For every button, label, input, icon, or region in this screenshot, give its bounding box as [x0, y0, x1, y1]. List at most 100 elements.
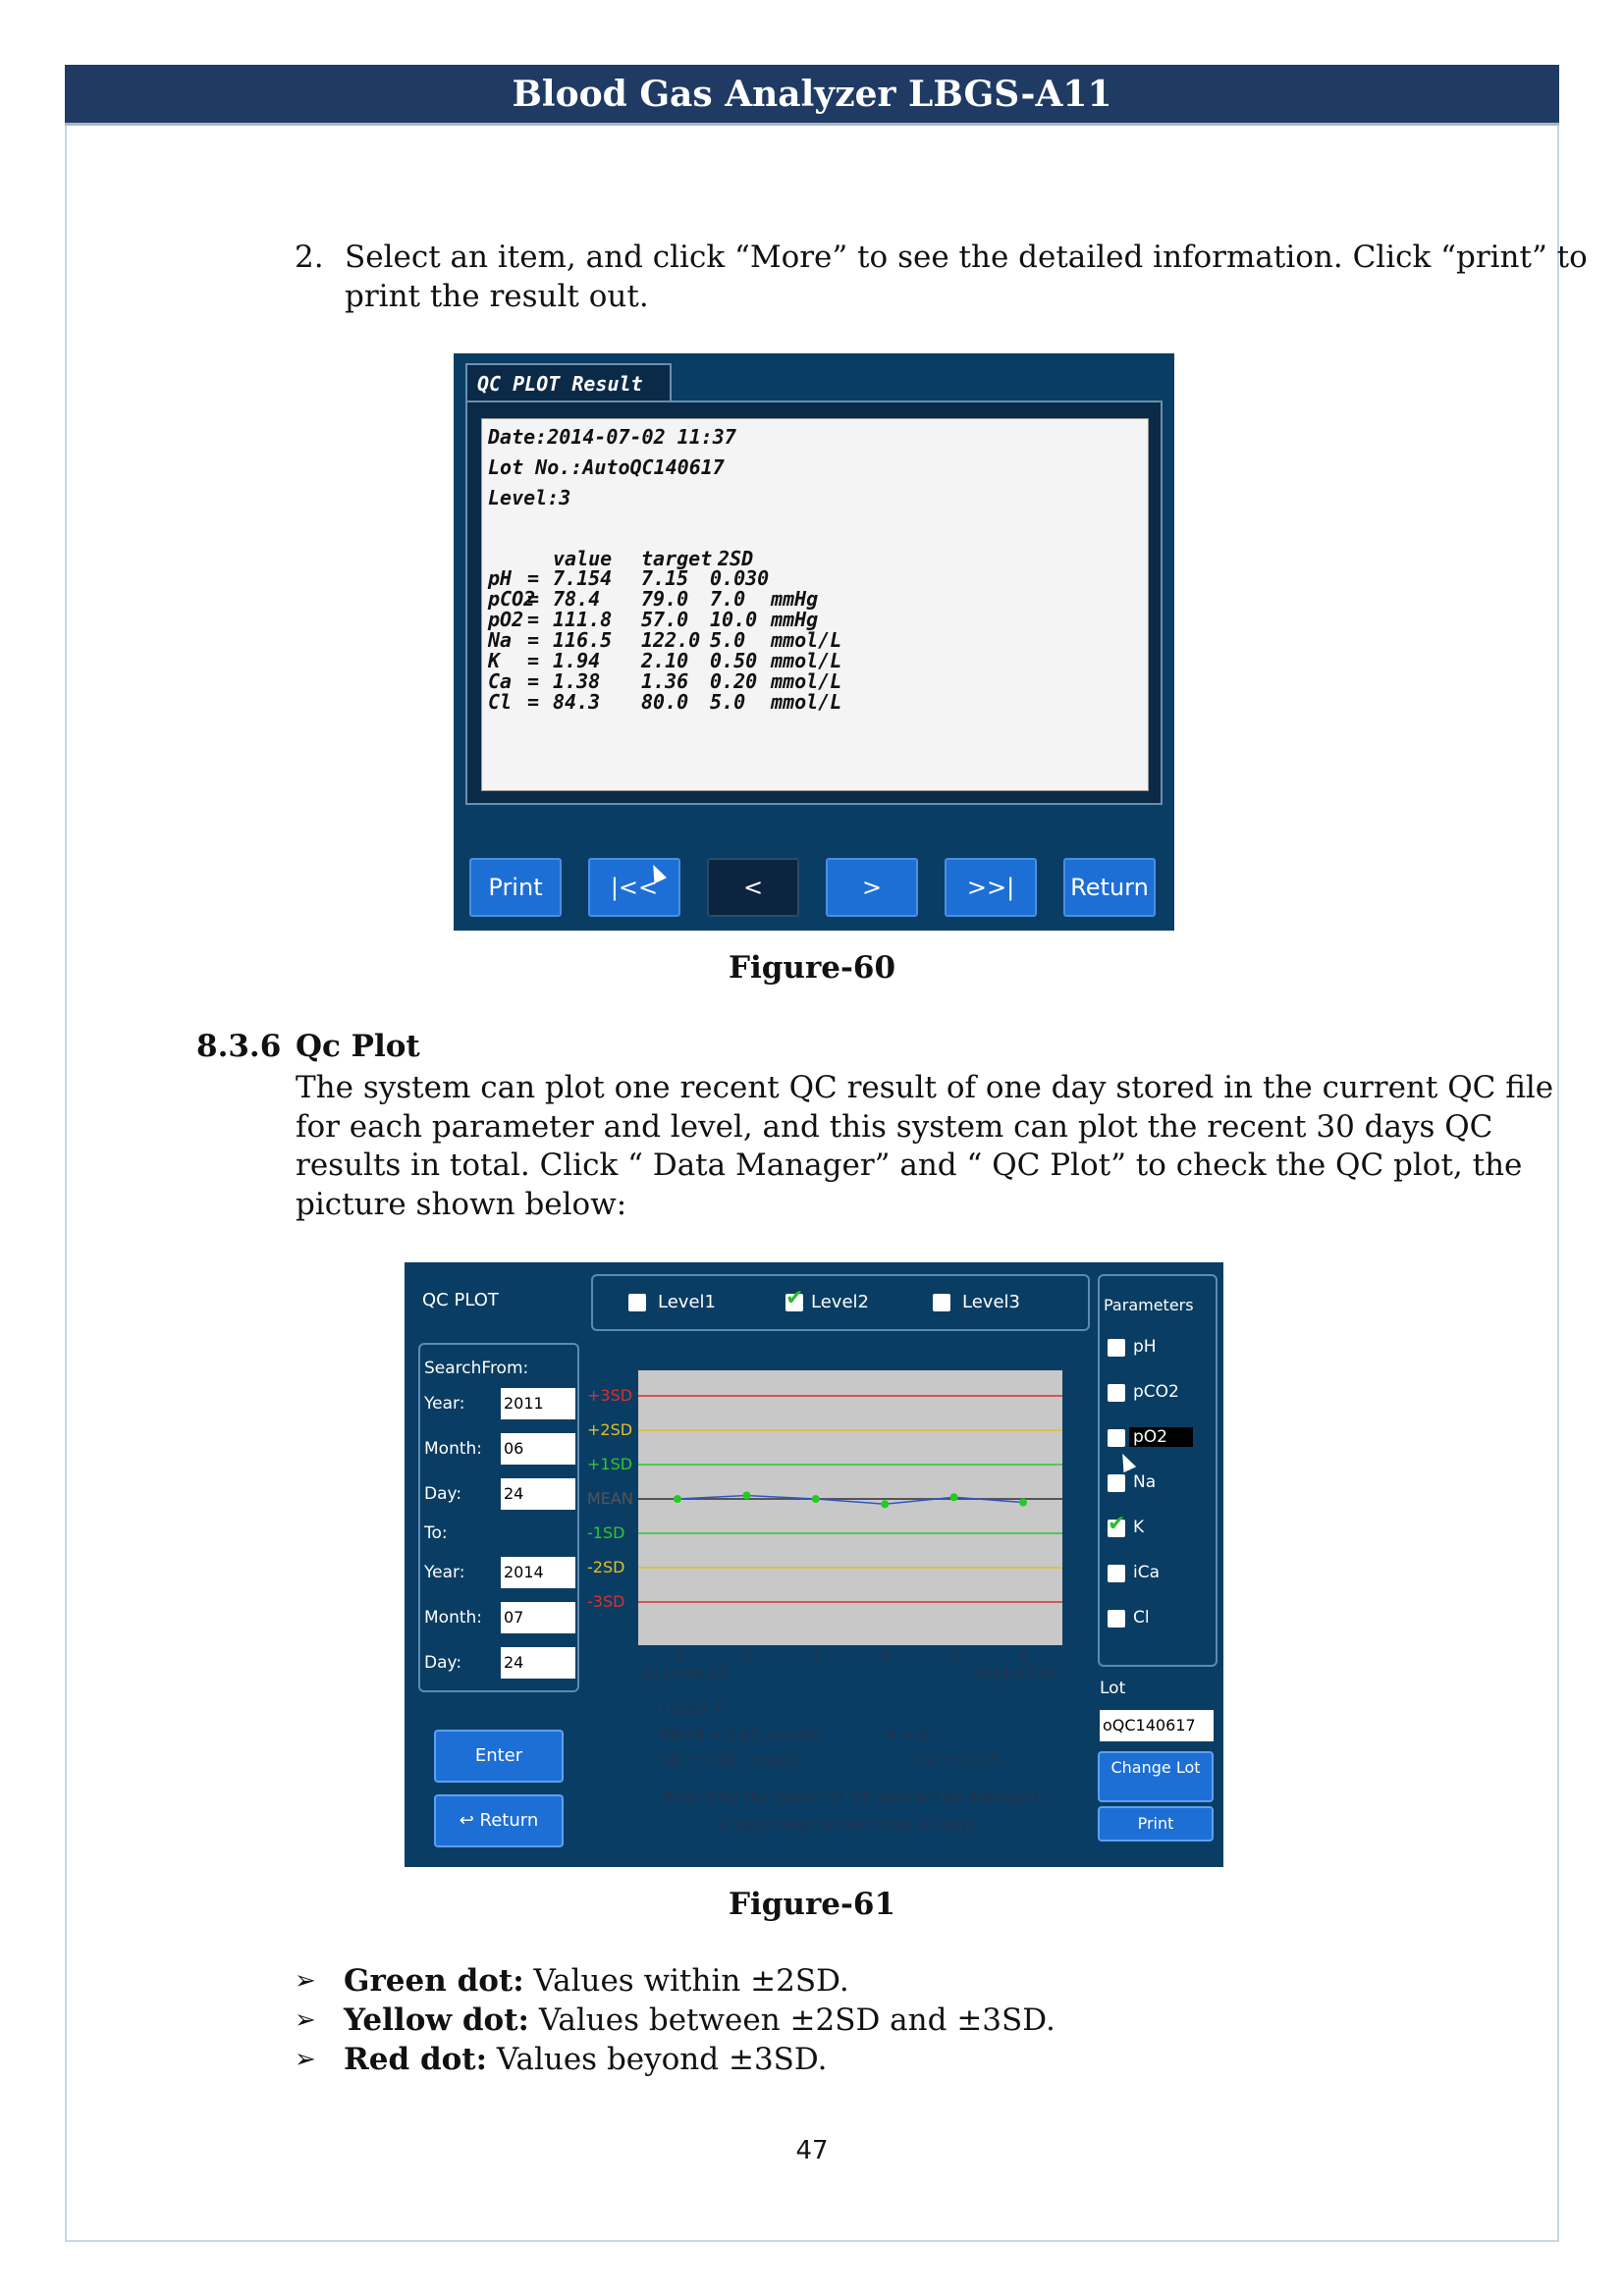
x-start-date: 2014-06-25 — [642, 1665, 729, 1682]
qc-data-point — [1019, 1498, 1027, 1507]
row-2sd: 0.20 — [710, 669, 758, 693]
legend-item-text: Values between ±2SD and ±3SD. — [528, 2002, 1056, 2038]
row-value: 84.3 — [553, 690, 601, 714]
param-checkbox-k[interactable] — [1108, 1512, 1125, 1537]
page-number: 47 — [795, 2136, 829, 2165]
step-number: 2. — [295, 240, 324, 275]
stats-note-1: Note: Only the lastest 31 QC data will b… — [662, 1789, 1039, 1806]
last-button[interactable]: >>| — [945, 858, 1037, 917]
parameters-panel: Parameters pHpCO2pO2NaKiCaCl — [1098, 1274, 1218, 1667]
previous-button[interactable]: < — [707, 858, 799, 917]
qc-data-point — [881, 1500, 890, 1509]
level2-label: Level2 — [811, 1292, 869, 1312]
bullet-arrow-icon: ➢ — [295, 2045, 316, 2074]
step-text-line2: print the result out. — [345, 279, 649, 314]
legend-item-label: Red dot: — [344, 2042, 488, 2077]
param-checkbox-po2[interactable] — [1108, 1429, 1125, 1447]
row-name: Ca — [488, 669, 513, 693]
from-month-input[interactable]: 06 — [501, 1433, 575, 1465]
return-button[interactable]: ↩ Return — [434, 1794, 564, 1847]
param-checkbox-na[interactable] — [1108, 1474, 1125, 1492]
sd-label: -3SD — [587, 1592, 625, 1611]
param-label-cl: Cl — [1133, 1608, 1150, 1628]
row-unit: mmol/L — [771, 669, 842, 693]
row-equals: = — [527, 669, 540, 693]
qc-plot-result-tab[interactable]: QC PLOT Result — [465, 363, 672, 400]
to-month-label: Month: — [424, 1608, 483, 1628]
param-checkbox-ica[interactable] — [1108, 1565, 1125, 1582]
qc-series-line — [677, 1494, 1024, 1506]
row-equals: = — [527, 690, 540, 714]
figure-60-caption: Figure-60 — [728, 950, 896, 986]
legend-item: ➢Yellow dot: Values between ±2SD and ±3S… — [295, 2001, 1056, 2040]
x-tick-label: 4 — [881, 1647, 891, 1665]
sd-label: +2SD — [587, 1420, 633, 1439]
qc-plot-title: QC PLOT — [422, 1290, 499, 1310]
section-number: 8.3.6 — [196, 1029, 282, 1064]
param-checkbox-ph[interactable] — [1108, 1339, 1125, 1357]
result-date: Date:2014-07-02 11:37 — [488, 425, 736, 449]
result-button-bar: Print |<< < > >>| Return — [454, 852, 1174, 931]
result-panel: Date:2014-07-02 11:37 Lot No.:AutoQC1406… — [465, 400, 1163, 805]
to-day-input[interactable]: 24 — [501, 1647, 575, 1679]
next-button[interactable]: > — [826, 858, 918, 917]
x-tick-label: 5 — [949, 1647, 960, 1665]
print-button[interactable]: Print — [1098, 1806, 1214, 1842]
level2-checkbox[interactable] — [785, 1286, 803, 1311]
from-day-label: Day: — [424, 1484, 462, 1504]
column-header-value: value — [553, 547, 613, 570]
section-title: Qc Plot — [296, 1029, 420, 1064]
param-checkbox-pco2[interactable] — [1108, 1384, 1125, 1402]
row-target: 2.10 — [641, 649, 689, 672]
result-lot: Lot No.:AutoQC140617 — [488, 455, 725, 479]
section-line-4: picture shown below: — [296, 1187, 627, 1222]
row-target: 57.0 — [641, 608, 689, 631]
row-equals: = — [527, 649, 540, 672]
to-label: To: — [424, 1523, 448, 1543]
parameters-heading: Parameters — [1104, 1296, 1194, 1314]
stats-n: N = 6 — [886, 1726, 928, 1743]
row-value: 111.8 — [553, 608, 613, 631]
row-equals: = — [527, 587, 540, 611]
bullet-arrow-icon: ➢ — [295, 2005, 316, 2035]
from-month-label: Month: — [424, 1439, 483, 1459]
row-2sd: 7.0 — [710, 587, 746, 611]
to-month-input[interactable]: 07 — [501, 1602, 575, 1633]
print-button[interactable]: Print — [469, 858, 562, 917]
first-button[interactable]: |<< — [588, 858, 680, 917]
param-label-po2: pO2 — [1129, 1427, 1193, 1447]
lot-input[interactable]: oQC140617 — [1100, 1710, 1214, 1741]
row-target: 1.36 — [641, 669, 689, 693]
row-unit: mmol/L — [771, 649, 842, 672]
from-year-input[interactable]: 2011 — [501, 1388, 575, 1419]
stats-sd: SD = 0.02 mmol/L — [662, 1751, 802, 1769]
row-value: 116.5 — [553, 628, 613, 652]
param-label-ph: pH — [1133, 1337, 1157, 1357]
change-lot-button[interactable]: Change Lot — [1098, 1751, 1214, 1802]
stats-note-2: if data range is more than 31 days — [721, 1816, 976, 1834]
enter-button[interactable]: Enter — [434, 1730, 564, 1783]
row-2sd: 0.50 — [710, 649, 758, 672]
qc-data-point — [742, 1491, 751, 1500]
param-checkbox-cl[interactable] — [1108, 1610, 1125, 1628]
from-day-input[interactable]: 24 — [501, 1478, 575, 1510]
x-tick-label: 1 — [674, 1647, 683, 1665]
level-selector: Level1 Level2 Level3 — [591, 1274, 1090, 1331]
to-year-input[interactable]: 2014 — [501, 1557, 575, 1588]
row-target: 7.15 — [641, 566, 689, 590]
row-value: 1.38 — [553, 669, 601, 693]
qc-data-point — [811, 1495, 820, 1503]
return-button-label: Return — [479, 1810, 539, 1831]
level1-checkbox[interactable] — [628, 1294, 646, 1311]
row-2sd: 5.0 — [710, 628, 746, 652]
row-name: Cl — [488, 690, 513, 714]
section-line-3: results in total. Click “ Data Manager” … — [296, 1148, 1523, 1183]
page-header-title: Blood Gas Analyzer LBGS-A11 — [65, 65, 1559, 126]
result-paper: Date:2014-07-02 11:37 Lot No.:AutoQC1406… — [481, 418, 1149, 791]
level3-checkbox[interactable] — [933, 1294, 950, 1311]
row-name: Na — [488, 628, 513, 652]
sd-label: MEAN — [587, 1489, 633, 1508]
return-button[interactable]: Return — [1063, 858, 1156, 917]
row-name: pCO2 — [488, 587, 536, 611]
x-tick-label: 2 — [742, 1647, 752, 1665]
